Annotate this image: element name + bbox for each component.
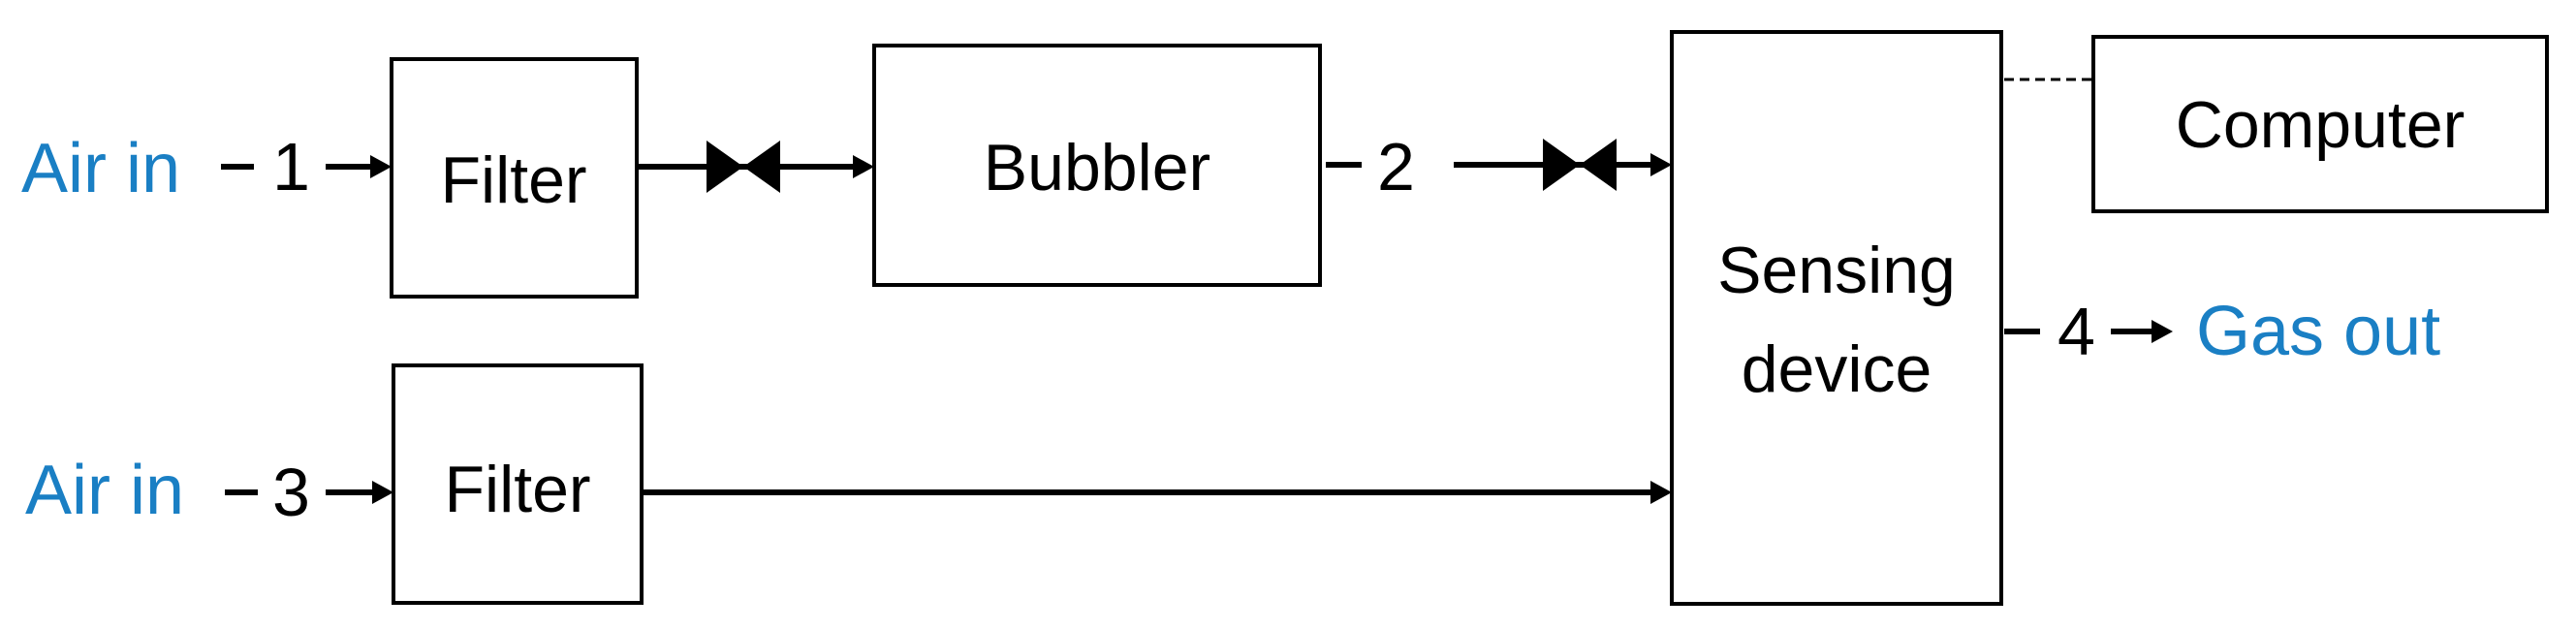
filter-box-top <box>390 57 639 299</box>
computer-label: Computer <box>2176 88 2466 162</box>
sensing-device-label-line1: Sensing <box>1717 234 1956 307</box>
stream-1-number: 1 <box>272 129 310 205</box>
inlet-1-arrowhead <box>370 155 392 178</box>
air-in-label-bottom: Air in <box>25 452 184 529</box>
air-in-label-top: Air in <box>21 130 180 207</box>
bubbler-label: Bubbler <box>984 131 1210 205</box>
computer-box <box>2091 35 2549 213</box>
filter-label-bottom: Filter <box>444 453 590 526</box>
filter-box-bottom <box>392 363 644 605</box>
valve-1-left <box>707 141 743 193</box>
bubbler-inlet-arrowhead <box>853 155 874 178</box>
sensor-inlet-arrowhead-bottom <box>1650 481 1672 504</box>
sensor-out-arrowhead <box>2152 320 2173 343</box>
inlet-3-arrowhead <box>372 481 393 504</box>
sensor-inlet-arrowhead-top <box>1650 153 1672 176</box>
filter-label-top: Filter <box>440 143 586 217</box>
stream-2-number: 2 <box>1377 129 1415 205</box>
stream-4-number: 4 <box>2058 294 2095 369</box>
stream-3-number: 3 <box>272 455 310 530</box>
gas-out-label: Gas out <box>2196 293 2440 370</box>
bubbler-box <box>872 44 1322 287</box>
sensing-device-label-line2: device <box>1742 332 1932 406</box>
sensing-device-box <box>1670 30 2003 606</box>
valve-2-right <box>1580 139 1617 191</box>
valve-2-left <box>1543 139 1580 191</box>
valve-1-right <box>743 141 780 193</box>
